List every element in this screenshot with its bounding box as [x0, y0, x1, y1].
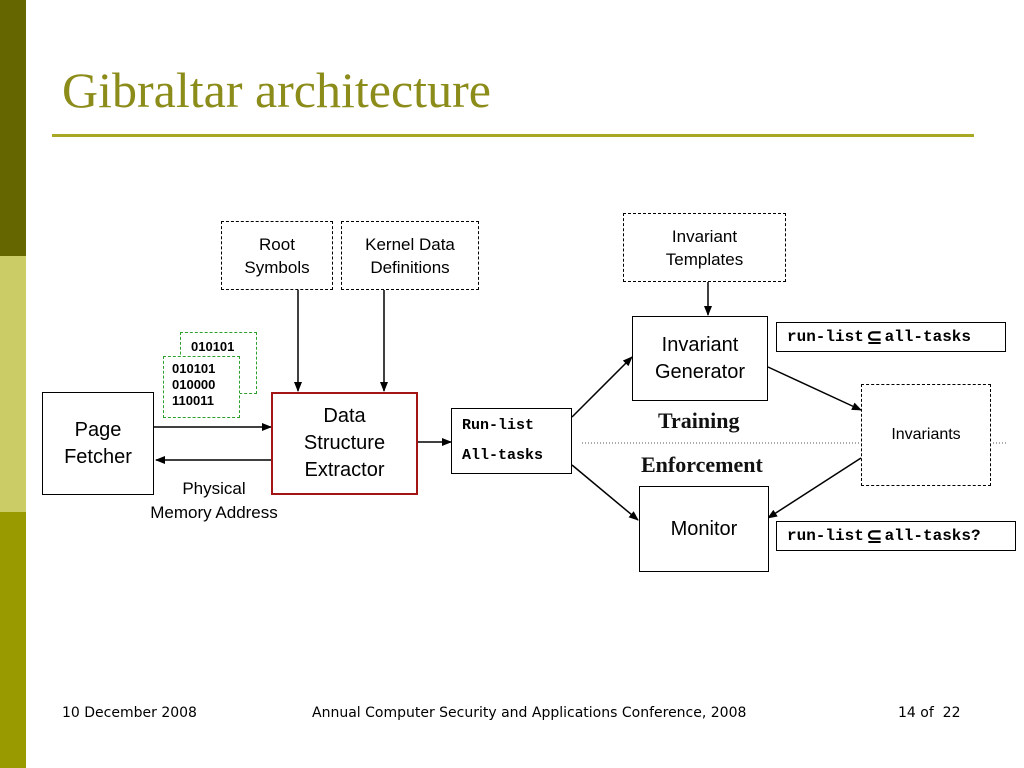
- data-structure-extractor-box: Data Structure Extractor: [271, 392, 418, 495]
- run-list-label: Run-list: [462, 417, 535, 434]
- invariants-box: Invariants: [861, 384, 991, 486]
- kernel-data-definitions-box: Kernel Data Definitions: [341, 221, 479, 290]
- footer-conference: Annual Computer Security and Application…: [312, 705, 747, 721]
- formula-run-list: run-list: [787, 328, 864, 346]
- root-symbols-box: Root Symbols: [221, 221, 333, 290]
- monitor-box: Monitor: [639, 486, 769, 572]
- enforcement-label: Enforcement: [641, 452, 763, 477]
- arrow-invariants-to-monitor: [767, 457, 862, 519]
- footer-page-number: 14 of 22: [898, 705, 961, 721]
- arrow-generator-to-invariants: [767, 366, 862, 411]
- binary-page-front: 010101 010000 110011: [163, 356, 240, 418]
- sidebar-accent-bar: [0, 0, 26, 768]
- run-list-all-tasks-box: Run-list All-tasks: [451, 408, 572, 474]
- slide-title: Gibraltar architecture: [62, 62, 491, 118]
- subset-icon: ⊆: [865, 325, 883, 349]
- enforcement-check-formula: run-list ⊆ all-tasks?: [776, 521, 1016, 551]
- formula-all-tasks-query: all-tasks?: [884, 527, 981, 545]
- arrow-lists-to-generator: [571, 356, 633, 418]
- sidebar-segment-bottom: [0, 512, 26, 768]
- invariant-generator-box: Invariant Generator: [632, 316, 768, 401]
- title-underline: [52, 134, 974, 137]
- subset-icon: ⊆: [865, 524, 883, 548]
- sidebar-segment-middle: [0, 256, 26, 512]
- all-tasks-label: All-tasks: [462, 447, 544, 464]
- physical-memory-address-label: Physical Memory Address: [150, 479, 278, 522]
- formula-all-tasks: all-tasks: [884, 328, 971, 346]
- training-invariant-formula: run-list ⊆ all-tasks: [776, 322, 1006, 352]
- page-fetcher-box: Page Fetcher: [42, 392, 154, 495]
- training-label: Training: [658, 408, 740, 433]
- footer-date: 10 December 2008: [62, 705, 197, 721]
- sidebar-segment-top: [0, 0, 26, 256]
- arrow-lists-to-monitor: [571, 464, 639, 521]
- formula-run-list: run-list: [787, 527, 864, 545]
- invariant-templates-box: Invariant Templates: [623, 213, 786, 282]
